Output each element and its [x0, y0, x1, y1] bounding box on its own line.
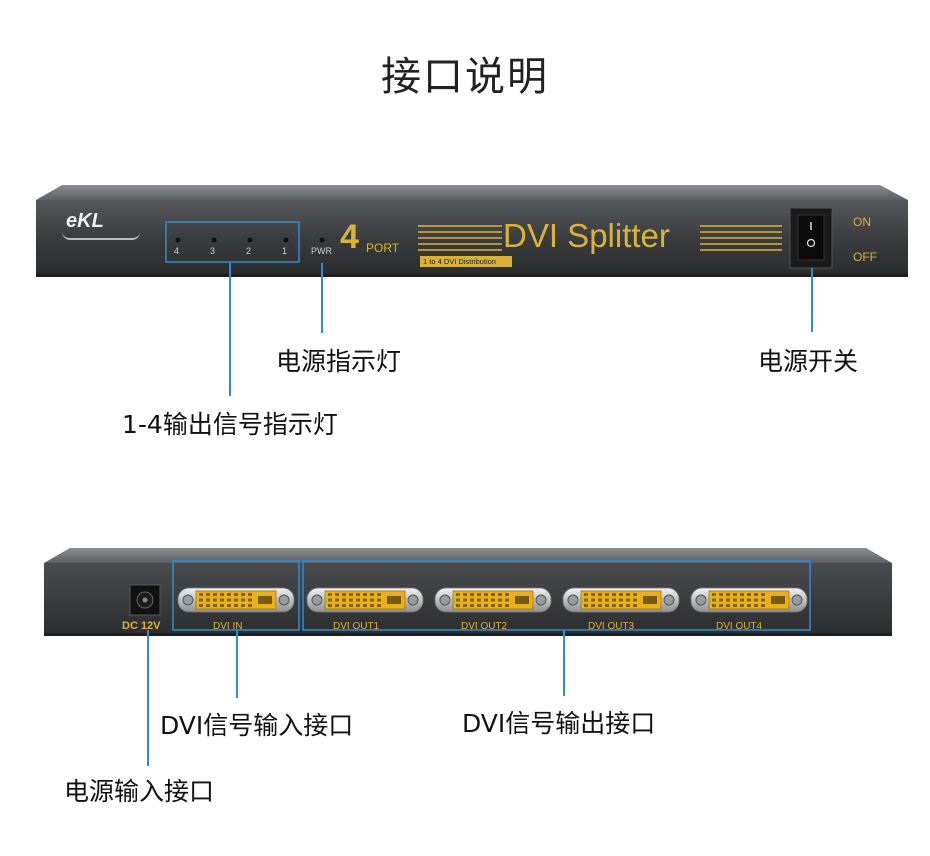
port-label-dvi-out4: DVI OUT4 [716, 621, 763, 632]
leader-dvi-output [563, 630, 565, 696]
led-group-box [165, 221, 300, 263]
port-label-dvi-in: DVI IN [213, 621, 243, 632]
front-panel-top [36, 185, 908, 200]
switch-off-label: OFF [853, 250, 877, 264]
switch-on-label: ON [853, 215, 871, 229]
dvi-out-box [302, 560, 811, 631]
port-label-dvi-out2: DVI OUT2 [461, 621, 508, 632]
dvi-out1-connector [306, 587, 424, 613]
leader-dvi-input [236, 630, 238, 698]
title-stripes [418, 225, 782, 251]
pwr-label: PWR [311, 246, 332, 256]
dvi-out4-connector [690, 587, 808, 613]
leader-power-switch [811, 268, 813, 332]
callout-power-input: 电源输入接口 [64, 777, 215, 806]
dc-label: DC 12V [122, 620, 161, 632]
brand-swoosh [62, 232, 140, 240]
led-label-4: 4 [174, 246, 180, 256]
led-3 [211, 237, 217, 243]
tagline: 1 to 4 DVI Distribution [423, 257, 496, 266]
leader-power-input [147, 630, 149, 766]
dvi-in-connector [177, 587, 295, 613]
dvi-connectors [177, 587, 808, 613]
callout-dvi-input: DVI信号输入接口 [160, 711, 354, 740]
port-label-dvi-out1: DVI OUT1 [333, 621, 380, 632]
callout-output-indicators: 1-4输出信号指示灯 [122, 410, 338, 439]
callout-dvi-output: DVI信号输出接口 [462, 709, 656, 738]
product-name: DVI Splitter [503, 217, 670, 254]
port-count: 4 [340, 218, 359, 256]
dvi-out3-connector [562, 587, 680, 613]
back-panel-top [44, 548, 892, 563]
led-2 [247, 237, 253, 243]
leader-power-indicator [321, 263, 323, 333]
led-1 [283, 237, 289, 243]
led-label-1: 1 [282, 246, 288, 256]
page-title: 接口说明 [381, 54, 549, 100]
callout-power-indicator: 电源指示灯 [276, 347, 402, 376]
port-word: PORT [366, 241, 400, 255]
leader-output-indicators [229, 262, 231, 396]
brand-logo: eKL [66, 210, 104, 232]
tagline-plate [420, 256, 512, 267]
led-pwr [319, 237, 325, 243]
dvi-out2-connector [434, 587, 552, 613]
led-4 [175, 237, 181, 243]
channel-leds [175, 237, 325, 243]
callout-power-switch: 电源开关 [758, 347, 859, 376]
led-label-2: 2 [246, 246, 252, 256]
port-label-dvi-out3: DVI OUT3 [588, 621, 635, 632]
led-label-3: 3 [210, 246, 216, 256]
